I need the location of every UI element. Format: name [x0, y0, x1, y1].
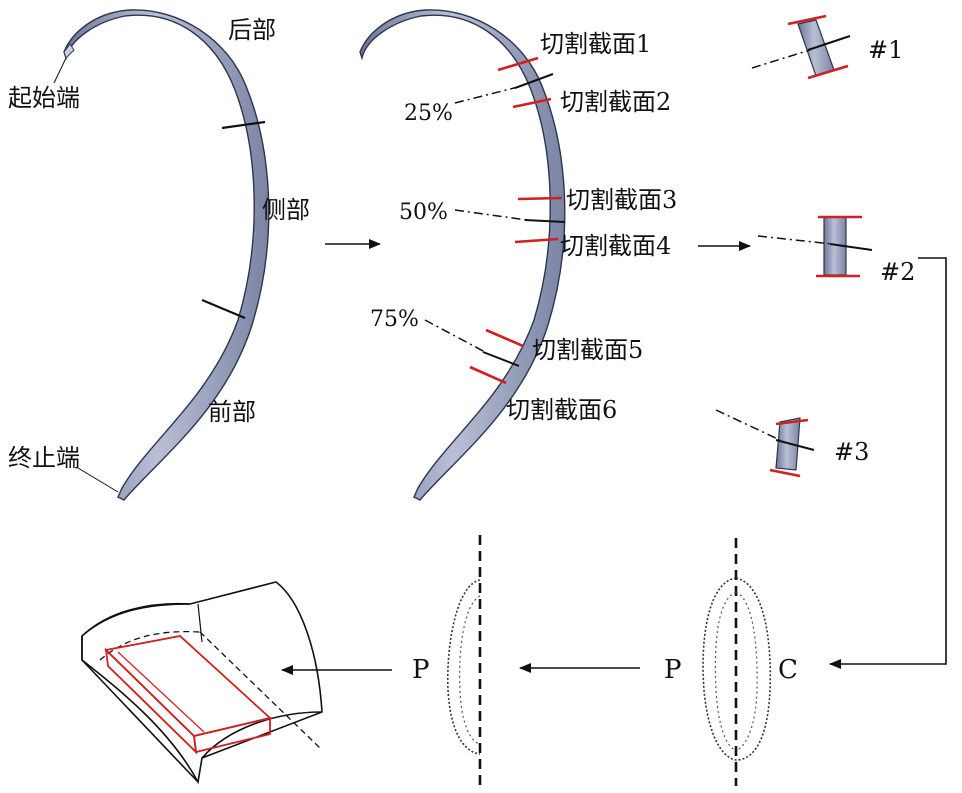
- block-hidden-curve: [99, 631, 201, 661]
- block-hidden-line: [199, 631, 321, 749]
- sample-1-leader: [751, 49, 811, 69]
- three-d-block: [81, 581, 323, 785]
- sample-2-leader: [757, 235, 833, 245]
- center-line-25: [514, 73, 554, 89]
- cut-section-2-line: [512, 97, 552, 109]
- middle-rib-shape: [359, 9, 566, 501]
- sample-2-center-line: [829, 243, 873, 251]
- label-terminal-end: 终止端: [8, 444, 80, 472]
- label-pct-25: 25%: [404, 101, 453, 126]
- sample-3: #3: [715, 409, 869, 478]
- full-section-outline: [702, 577, 772, 761]
- sample-3-leader: [715, 409, 781, 441]
- center-line-75: [482, 351, 520, 367]
- cut-section-1-line: [497, 56, 539, 72]
- block-back-edge: [197, 603, 203, 643]
- label-p-right: P: [664, 655, 682, 685]
- label-front: 前部: [208, 398, 256, 426]
- sample-1: #1: [751, 14, 903, 80]
- sample-3-center-line: [775, 439, 815, 451]
- start-end-leader: [53, 57, 67, 84]
- leader-50: [454, 209, 528, 221]
- half-section-inner: [459, 595, 481, 745]
- cut-section-4-line: [514, 237, 559, 244]
- full-section-inner-right: [735, 591, 758, 751]
- specimen-inner-line: [117, 651, 205, 733]
- block-outline-top: [81, 581, 323, 785]
- cut-section-6-line: [469, 365, 507, 385]
- label-cut-6: 切割截面6: [506, 396, 617, 424]
- label-sample-3: #3: [834, 438, 869, 466]
- sample-1-top-cut: [787, 14, 827, 26]
- left-rib-section-marker-2: [201, 298, 246, 320]
- cut-section-3-line: [517, 196, 563, 201]
- specimen-side-face: [193, 716, 271, 754]
- sample-2: #2: [757, 215, 915, 286]
- full-cross-section: P C: [664, 538, 798, 786]
- sample-1-bottom-cut: [807, 64, 849, 80]
- label-sample-2: #2: [880, 258, 915, 286]
- specimen-front-face: [104, 647, 198, 755]
- block-top-arc: [81, 603, 191, 637]
- left-rib-shape: [63, 9, 270, 501]
- sample-3-bottom-cut: [769, 468, 801, 478]
- label-start-end: 起始端: [8, 84, 80, 112]
- label-cut-5: 切割截面5: [532, 336, 643, 364]
- connector-sample2-to-section: [829, 257, 947, 669]
- left-rib-section-marker-1: [221, 120, 266, 130]
- left-rib-start-cap: [63, 43, 75, 59]
- full-section-inner-left: [714, 591, 737, 751]
- specimen-top-face: [104, 635, 272, 737]
- left-rib-group: 后部 起始端 侧部 前部 终止端: [8, 9, 310, 501]
- label-pct-50: 50%: [399, 200, 448, 225]
- label-p-left: P: [412, 655, 430, 685]
- label-c-right: C: [778, 655, 798, 685]
- leader-75: [424, 319, 486, 353]
- label-cut-1: 切割截面1: [540, 30, 651, 58]
- cut-section-5-line: [485, 328, 524, 348]
- middle-rib-group: 25% 50% 75% 切割截面1 切割截面2 切割截面3 切割截面4 切割截面…: [359, 9, 677, 501]
- half-section-outline: [446, 579, 481, 755]
- label-rear: 后部: [228, 16, 276, 44]
- label-side: 侧部: [262, 196, 310, 224]
- sample-3-top-cut: [775, 418, 809, 426]
- leader-25: [454, 86, 519, 104]
- sample-1-center-line: [807, 35, 851, 51]
- block-front-bottom: [81, 659, 199, 783]
- end-end-leader: [77, 467, 119, 493]
- label-pct-75: 75%: [370, 307, 419, 332]
- label-cut-3: 切割截面3: [566, 186, 677, 214]
- center-line-50: [524, 219, 566, 223]
- label-cut-2: 切割截面2: [560, 88, 671, 116]
- half-cross-section: P: [412, 535, 482, 786]
- label-sample-1: #1: [868, 36, 903, 64]
- label-cut-4: 切割截面4: [560, 232, 671, 260]
